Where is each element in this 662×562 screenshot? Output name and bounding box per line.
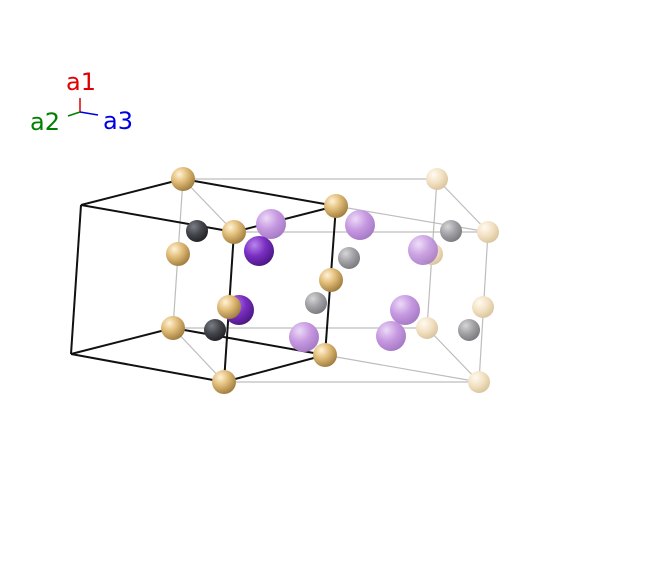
atom-purple <box>244 236 274 266</box>
atom-dark <box>186 220 208 242</box>
atom-gold-pale <box>426 168 448 190</box>
atom-gray <box>458 319 480 341</box>
atom-gold <box>319 268 343 292</box>
axis-indicator: a1 a2 a3 <box>30 68 133 136</box>
atom-purple-light <box>376 321 406 351</box>
a3-axis-label: a3 <box>103 107 133 135</box>
atom-gold <box>171 167 195 191</box>
atom-gold <box>324 194 348 218</box>
atom-gold <box>313 343 337 367</box>
primary-cell-edges <box>70 178 337 383</box>
atom-purple-light <box>345 210 375 240</box>
atom-gold <box>222 220 246 244</box>
atom-gold-pale <box>468 371 490 393</box>
a1-axis-label: a1 <box>66 68 96 96</box>
atom-purple-light <box>289 322 319 352</box>
atom-purple-light <box>256 209 286 239</box>
a3-axis-line <box>79 111 99 116</box>
atoms <box>161 167 499 394</box>
atom-gold <box>217 295 241 319</box>
atom-gold-pale <box>477 221 499 243</box>
atom-gold <box>166 242 190 266</box>
atom-purple-light <box>390 295 420 325</box>
atom-gray <box>338 247 360 269</box>
atom-gold-pale <box>472 296 494 318</box>
atom-gold <box>212 370 236 394</box>
a2-axis-label: a2 <box>30 108 60 136</box>
atom-gold <box>161 316 185 340</box>
atom-gold-pale <box>416 317 438 339</box>
atom-gray <box>440 220 462 242</box>
atom-gray <box>305 292 327 314</box>
a2-axis-line <box>67 111 81 117</box>
atom-dark <box>204 319 226 341</box>
atom-purple-light <box>408 235 438 265</box>
